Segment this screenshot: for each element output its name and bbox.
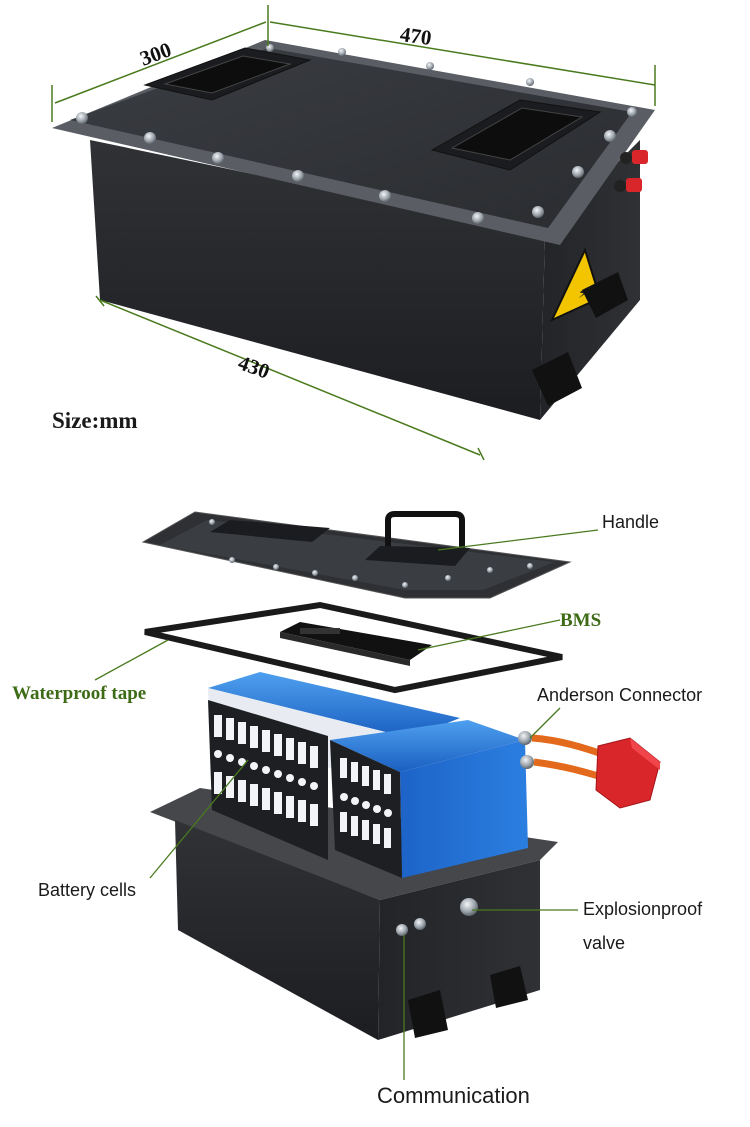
label-explosionproof: Explosionproof	[583, 899, 703, 919]
exploded-waterproof-tape	[144, 601, 563, 694]
exploded-cells	[208, 672, 528, 878]
label-valve: valve	[583, 933, 626, 953]
warning-sticker: ⚡	[549, 247, 602, 323]
communication-port-1	[396, 924, 408, 936]
leader-anderson	[529, 707, 561, 739]
case-front-panel	[90, 140, 545, 420]
label-anderson-connector: Anderson Connector	[537, 685, 703, 705]
lid-bolts	[76, 44, 637, 224]
lid-handle-right	[430, 99, 602, 171]
exploded-view	[94, 511, 661, 1080]
label-waterproof-tape: Waterproof tape	[12, 683, 147, 704]
svg-text:⚡: ⚡	[578, 286, 588, 302]
exploded-lid	[141, 511, 572, 599]
size-unit-note: Size:mm	[52, 408, 138, 433]
exploded-bms	[280, 622, 432, 666]
terminals	[614, 150, 648, 192]
leader-bms	[417, 619, 561, 651]
label-handle: Handle	[602, 512, 660, 532]
leader-battery-cells	[149, 759, 249, 879]
leader-handle	[437, 529, 599, 551]
assembled-battery: ⚡	[51, 5, 656, 461]
dimension-width: 470	[398, 21, 434, 51]
communication-port-2	[414, 918, 426, 930]
dimension-lines	[51, 5, 656, 461]
label-communication: Communication	[377, 1083, 530, 1108]
exploded-case-front	[175, 820, 380, 1040]
lid-handle-left	[143, 47, 312, 101]
label-battery-cells: Battery cells	[38, 880, 137, 900]
exploded-anderson-connector	[518, 731, 661, 809]
leader-waterproof-tape	[94, 639, 169, 681]
leader-lines	[94, 529, 599, 1080]
case-feet	[532, 272, 628, 406]
label-bms: BMS	[560, 610, 602, 631]
explosionproof-valve-mark	[460, 898, 478, 916]
